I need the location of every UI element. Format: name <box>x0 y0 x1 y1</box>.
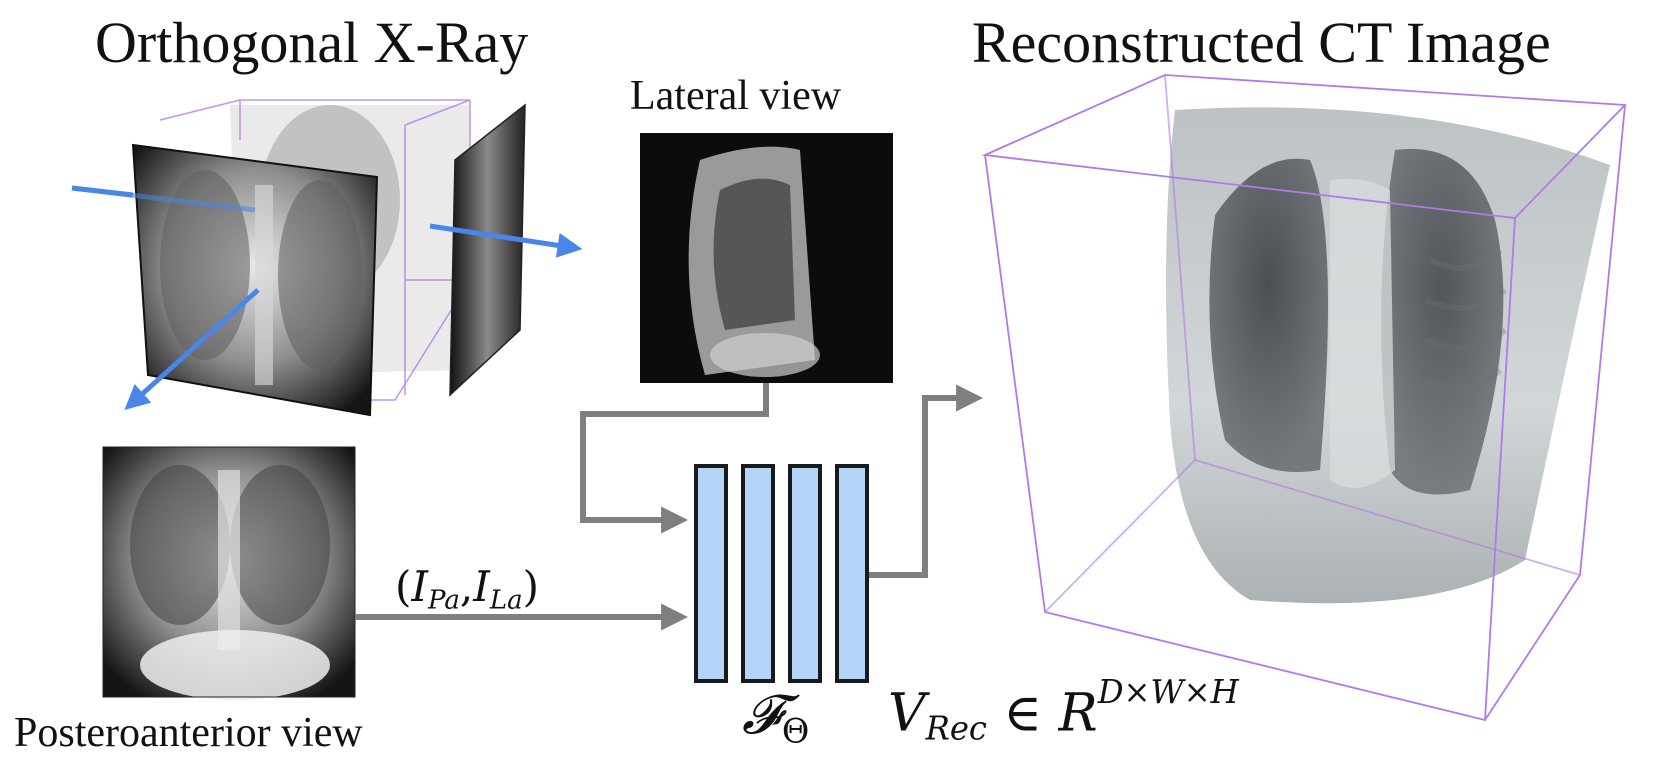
lateral-view-label: Lateral view <box>630 73 842 119</box>
network-layer-3 <box>788 464 822 683</box>
lateral-view-image <box>640 133 893 383</box>
ct-cube-edges <box>981 74 1628 722</box>
v-subscript: Rec <box>925 709 987 748</box>
pa-projection-plane <box>131 143 379 417</box>
input-pair-formula: (IPa,ILa) <box>395 566 539 616</box>
reconstructed-ct-volume <box>981 74 1628 722</box>
r-superscript: D×W×H <box>1097 673 1239 711</box>
ct-title: Reconstructed CT Image <box>972 10 1551 75</box>
element-of-symbol: ∈ <box>1003 683 1043 744</box>
network-formula: 𝓕Θ <box>742 688 809 748</box>
xray-title: Orthogonal X-Ray <box>95 10 529 75</box>
network-layer-1 <box>694 464 728 683</box>
posteroanterior-view-image <box>102 446 356 700</box>
network <box>694 464 869 683</box>
r-symbol: R <box>1058 683 1098 744</box>
paren-open: ( <box>395 562 412 611</box>
output-formula: VRec ∈ RD×W×H <box>888 676 1239 745</box>
projection-arrows <box>71 185 583 411</box>
network-symbol: 𝓕 <box>742 683 782 746</box>
i-la-subscript: La <box>489 585 523 616</box>
comma: , <box>459 562 474 611</box>
i-la-symbol: I <box>473 562 490 611</box>
v-symbol: V <box>888 683 926 744</box>
pa-ray-arrow <box>124 288 260 411</box>
lateral-to-network-arrow <box>580 383 769 534</box>
paren-close: ) <box>522 562 540 611</box>
i-pa-subscript: Pa <box>427 585 460 616</box>
network-subscript: Θ <box>781 711 810 751</box>
network-layer-4 <box>835 464 869 683</box>
i-pa-symbol: I <box>411 562 428 611</box>
lateral-ray-arrow <box>429 223 583 258</box>
lateral-projection-plane <box>449 103 526 397</box>
xray-cube <box>71 99 583 417</box>
posteroanterior-view-label: Posteroanterior view <box>14 710 363 756</box>
network-layer-2 <box>741 464 775 683</box>
network-to-ct-arrow <box>868 384 984 578</box>
connectors <box>355 383 984 631</box>
